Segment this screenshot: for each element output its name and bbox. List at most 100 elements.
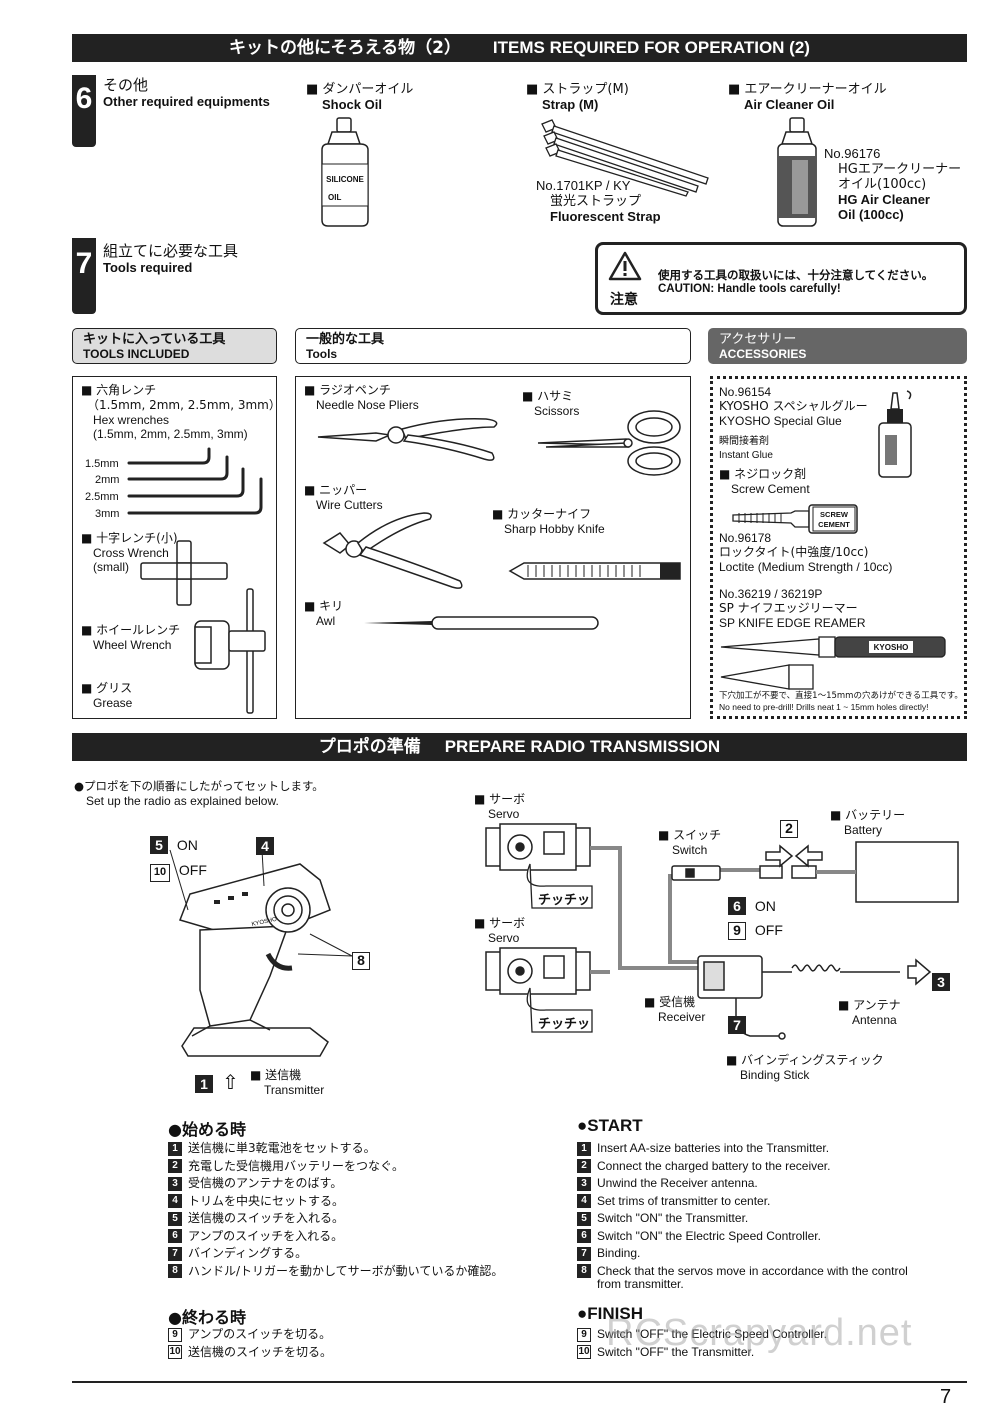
step-5-box: 5 (150, 836, 168, 854)
wiring-diagram: チッチッ チッチッ (485, 823, 959, 1040)
chicchi-2: チッチッ (538, 1017, 590, 1032)
air-cleaner-en: Air Cleaner Oil (744, 97, 835, 112)
up-arrow-icon: ⇧ (222, 1070, 239, 1094)
page-number: 7 (940, 1386, 952, 1408)
step-number: 4 (577, 1194, 591, 1209)
step-number: 1 (168, 1141, 182, 1156)
reamer-brand-text: KYOSHO (874, 643, 909, 652)
step-text: Switch "OFF" the Transmitter. (597, 1344, 755, 1359)
step-number: 8 (577, 1264, 591, 1279)
caution-en: CAUTION: Handle tools carefully! (658, 283, 841, 295)
step-text: 送信機のスイッチを切る。 (188, 1344, 333, 1359)
knife-en: Sharp Hobby Knife (504, 522, 605, 536)
step-text: トリムを中央にセットする。 (188, 1193, 345, 1208)
scissors-en: Scissors (534, 404, 580, 418)
hex-size-1: 1.5mm (85, 458, 119, 470)
reamer-note-jp: 下穴加工が不要で、直接1～15mmの穴あけができる工具です。 (719, 691, 963, 701)
off-label: OFF (178, 862, 207, 878)
scissors-text: ■ ハサミ Scissors (522, 389, 579, 418)
step-4-box: 4 (256, 837, 274, 855)
screw-jp: ■ ネジロック剤 (719, 467, 807, 481)
step-6-box: 6 (728, 897, 746, 915)
battery-label: ■ バッテリー Battery (830, 808, 905, 837)
start-en-title: ●START (577, 1116, 643, 1135)
caution-label: 注意 (610, 292, 638, 308)
header-en: ITEMS REQUIRED FOR OPERATION (2) (492, 38, 810, 57)
tab-accessories-en: ACCESSORIES (719, 347, 807, 361)
loctite-number: No.96178 (719, 531, 772, 545)
header2-en: PREPARE RADIO TRANSMISSION (444, 737, 721, 756)
tube-text-1: SCREW (820, 510, 849, 519)
strap-en2: Fluorescent Strap (550, 209, 661, 224)
step-text: Switch "ON" the Transmitter. (597, 1211, 749, 1225)
grease-text: ■ グリス Grease (81, 681, 132, 710)
grease-jp: ■ グリス (81, 681, 133, 695)
switch-jp: ■ スイッチ (658, 828, 722, 842)
strap-jp: ■ ストラップ(M) (526, 82, 629, 97)
transmitter-label: ■ 送信機 Transmitter (250, 1068, 324, 1097)
awl-text: ■ キリ Awl (304, 599, 343, 628)
step-text: Switch "OFF" the Electric Speed Controll… (597, 1327, 827, 1341)
intro-en: Set up the radio as explained below. (86, 794, 279, 808)
tab-accessories: アクセサリー ACCESSORIES (708, 328, 967, 364)
glue-en2: Instant Glue (719, 450, 773, 461)
pliers-text: ■ ラジオペンチ Needle Nose Pliers (304, 383, 419, 412)
step-number: 5 (577, 1211, 591, 1226)
awl-en: Awl (316, 614, 336, 628)
reamer-en: SP KNIFE EDGE REAMER (719, 616, 866, 630)
awl-icon (364, 616, 599, 630)
glue-jp2: 瞬間接着剤 (719, 436, 769, 447)
reamer-note: 下穴加工が不要で、直接1～15mmの穴あけができる工具です。 No need t… (719, 691, 963, 713)
bottle-text-2: OIL (328, 193, 341, 202)
step-2-marker: 2 (780, 818, 798, 838)
tab-accessories-jp: アクセサリー (719, 332, 797, 347)
step-text: 充電した受信機用バッテリーをつなぐ。 (188, 1158, 405, 1173)
start-jp-title: ●始める時 (168, 1120, 246, 1139)
on-label-2: ON (754, 898, 776, 914)
step-1-box: 1 (195, 1075, 213, 1093)
section-7-jp: 組立てに必要な工具 (103, 242, 239, 260)
loctite-en: Loctite (Medium Strength / 10cc) (719, 560, 893, 574)
step-text: アンプのスイッチを切る。 (188, 1327, 332, 1341)
step-9-off: 9 OFF (728, 922, 783, 940)
binding-en: Binding Stick (740, 1068, 810, 1082)
step-8-box: 8 (352, 952, 370, 970)
step-number: 2 (577, 1159, 591, 1174)
antenna-en: Antenna (852, 1013, 897, 1027)
finish-en-title: ●FINISH (577, 1304, 643, 1323)
strap-detail: No.1701KP / KY 蛍光ストラップ Fluorescent Strap (536, 178, 661, 224)
section-7-number: 7 (72, 238, 96, 314)
section-7-en: Tools required (103, 260, 193, 275)
panel-accessories: No.96154 KYOSHO スペシャルグルー KYOSHO Special … (710, 376, 967, 719)
strap-label: ■ ストラップ(M) Strap (M) (526, 82, 629, 112)
watermark: RCScrapyard.net (606, 1312, 913, 1354)
wheel-wrench-icon (194, 588, 266, 714)
finish-jp-title: ●終わる時 (168, 1308, 246, 1327)
step-item: 5 Switch "ON" the Transmitter. (577, 1210, 908, 1228)
wire-cutters-text: ■ ニッパー Wire Cutters (304, 483, 383, 512)
section-header-items-required: キットの他にそろえる物（2） ITEMS REQUIRED FOR OPERAT… (72, 34, 967, 62)
cross-jp: ■ 十字レンチ(小) (81, 531, 178, 545)
hex-wrenches-icon (127, 447, 263, 515)
switch-label: ■ スイッチ Switch (658, 828, 721, 857)
glue-number: No.96154 (719, 385, 772, 399)
step-number: 7 (577, 1246, 591, 1261)
strap-icon (541, 119, 709, 197)
section-6-en: Other required equipments (103, 94, 270, 109)
antenna-jp: ■ アンテナ (838, 998, 901, 1012)
scissors-icon (537, 410, 681, 476)
step-text: Check that the servos move in accordance… (597, 1263, 908, 1278)
knife-edge-reamer-icon: KYOSHO (720, 636, 946, 690)
tab-tools: 一般的な工具 Tools (295, 328, 691, 364)
hobby-knife-icon (508, 562, 681, 580)
step-number: 9 (577, 1327, 591, 1342)
cross-en: Cross Wrench (93, 546, 169, 560)
step-number: 7 (168, 1246, 182, 1261)
needle-nose-pliers-icon (317, 417, 498, 461)
switch-en: Switch (672, 843, 708, 857)
